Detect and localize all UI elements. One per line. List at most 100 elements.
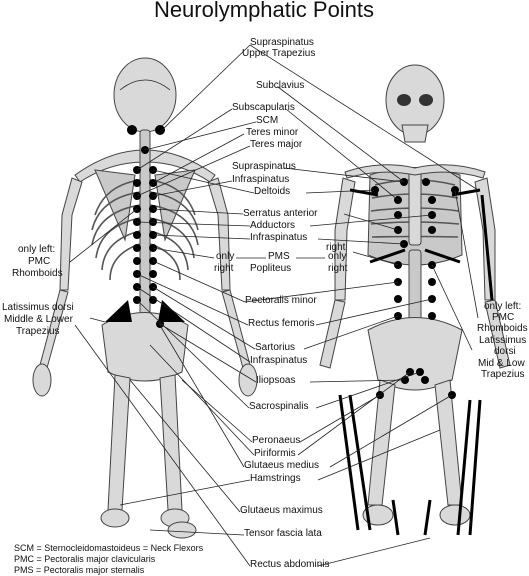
front-sternum (408, 169, 422, 246)
label-infraspinatus-3: Infraspinatus (250, 355, 307, 366)
label-left-only-left: only left: (18, 244, 55, 255)
label-teres-major: Teres major (250, 139, 303, 150)
label-subclavius: Subclavius (256, 80, 304, 91)
label-right-3: right (328, 263, 348, 274)
leader-line (277, 86, 405, 183)
back-femur-right (159, 374, 183, 511)
back-point (133, 257, 141, 265)
front-point (394, 211, 402, 219)
back-spine (139, 129, 151, 331)
leader-line (89, 317, 106, 323)
leader-line (152, 286, 256, 350)
leader-line (309, 214, 433, 227)
marker-bar (391, 499, 400, 536)
marker-bar (424, 248, 461, 264)
label-right-rhomboids: Rhomboids (477, 323, 528, 334)
leader-line (136, 299, 250, 409)
back-pelvis (101, 312, 189, 382)
front-lumbar-spine (408, 249, 422, 326)
front-arm-right-lower (484, 299, 511, 369)
label-infraspinatus-mid: Infraspinatus (232, 174, 289, 185)
leader-line (136, 108, 233, 171)
label-tensor-fascia-lata: Tensor fascia lata (244, 528, 322, 539)
label-right-pmc: PMC (492, 312, 514, 323)
label-supraspinatus-upper: Supraspinatus (250, 37, 314, 48)
back-point (133, 231, 141, 239)
label-right-dorsi: dorsi (494, 346, 516, 357)
back-rib (149, 217, 195, 259)
label-upper-trapezius: Upper Trapezius (242, 48, 315, 59)
front-point (394, 295, 402, 303)
front-point (428, 226, 436, 234)
back-hip-marker-left (105, 300, 132, 322)
front-knee-left (362, 504, 394, 526)
back-skeleton (32, 57, 258, 539)
leader-line (299, 394, 381, 443)
leader-line (431, 264, 473, 351)
label-glutaeus-medius: Glutaeus medius (244, 460, 319, 471)
leader-line (129, 379, 241, 513)
leader-line (136, 286, 251, 363)
leader-line (149, 529, 245, 536)
label-left-trapezius: Trapezius (16, 326, 60, 337)
label-infraspinatus-2: Infraspinatus (250, 232, 307, 243)
label-sartorius: Sartorius (255, 342, 295, 353)
front-knee-right (439, 504, 471, 526)
front-arm-left-upper (334, 177, 356, 301)
back-hand-left (32, 363, 52, 397)
back-knee-left (100, 508, 130, 528)
back-point (133, 244, 141, 252)
leader-line (317, 537, 431, 567)
back-point (133, 179, 141, 187)
front-point (428, 196, 436, 204)
label-right-1: right (326, 242, 346, 253)
leader-line (315, 298, 433, 326)
front-jaw (401, 124, 429, 143)
back-arm-right-upper (207, 177, 231, 291)
label-piriformis: Piriformis (254, 448, 296, 459)
marker-bar (338, 394, 360, 531)
back-point (149, 218, 157, 226)
back-point (127, 125, 137, 135)
leader-line (152, 169, 255, 194)
label-right-only-left: only left: (484, 301, 521, 312)
leader-line (454, 189, 479, 319)
label-iliopsoas: Iliopsoas (256, 375, 295, 386)
label-popliteus: Popliteus (250, 263, 291, 274)
leader-line (74, 324, 251, 567)
label-deltoids: Deltoids (254, 186, 290, 197)
front-points (371, 178, 459, 399)
leader-line (157, 321, 245, 468)
label-rectus-femoris: Rectus femoris (248, 318, 315, 329)
leader-line (181, 379, 253, 443)
front-point (422, 178, 430, 186)
label-left-middle-lower: Middle & Lower (4, 314, 74, 325)
back-rib (91, 204, 141, 246)
legend-line-scm: SCM = Sternocleidomastoideus = Neck Flex… (14, 543, 204, 553)
back-arm-left-upper (59, 177, 83, 291)
leader-line (119, 479, 251, 506)
label-left-pmc: PMC (28, 256, 50, 267)
leader-line (244, 281, 399, 303)
label-pms: PMS (268, 251, 290, 262)
front-arm-left-lower (319, 299, 346, 369)
leader-line (136, 145, 251, 197)
marker-bar (468, 399, 482, 536)
back-foot (167, 521, 197, 539)
front-femur-right (434, 379, 463, 506)
front-skeleton (319, 64, 511, 526)
leader-line (136, 273, 249, 326)
leader-lines (69, 44, 479, 567)
label-sacrospinalis: Sacrospinalis (249, 401, 308, 412)
leader-line (161, 44, 251, 131)
label-right-trapezius: Trapezius (481, 369, 525, 380)
label-left-latissimus: Latissimus dorsi (2, 302, 74, 313)
back-rib (149, 204, 199, 246)
leader-line (152, 180, 233, 197)
legend: SCM = Sternocleidomastoideus = Neck Flex… (14, 543, 204, 575)
back-point (149, 296, 157, 304)
back-scapula-left (94, 169, 136, 242)
leader-line (152, 133, 245, 184)
label-glutaeus-maximus: Glutaeus maximus (240, 505, 323, 516)
